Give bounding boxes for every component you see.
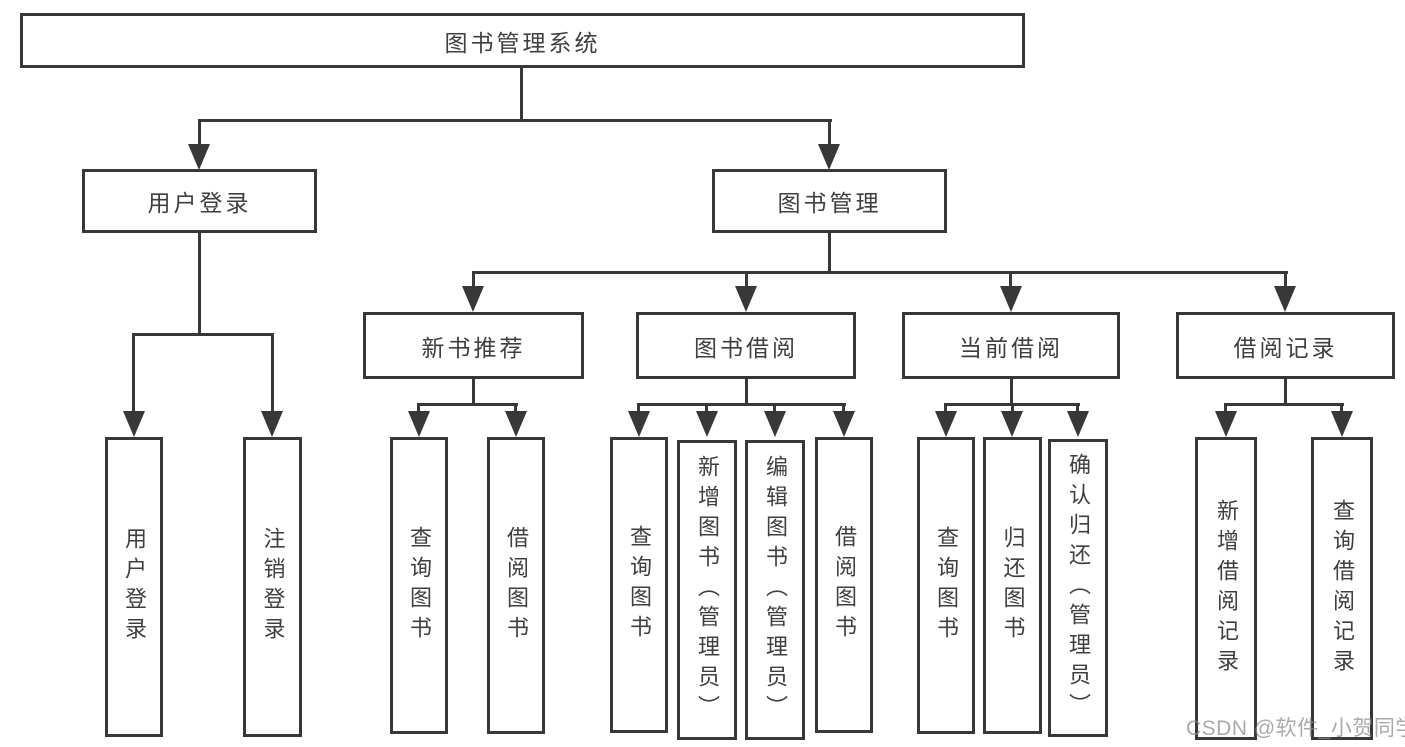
leaf-user-login: 用户登录	[105, 437, 163, 737]
connector-line	[417, 403, 518, 406]
leaf-recommend-borrow-books: 借阅图书	[487, 437, 545, 734]
csdn-watermark: CSDN @软件_小贺同学	[1186, 717, 1405, 740]
connector-line	[198, 233, 201, 335]
connector-line	[514, 403, 517, 413]
arrow-down-icon	[261, 411, 283, 437]
arrow-down-icon	[935, 411, 957, 437]
connector-line	[1010, 379, 1013, 406]
connector-line	[745, 271, 748, 288]
arrow-down-icon	[1000, 286, 1022, 312]
connector-line	[637, 403, 640, 413]
leaf-records-add-borrow-record: 新增借阅记录	[1195, 437, 1257, 740]
connector-line	[944, 403, 947, 413]
connector-line	[842, 403, 845, 413]
leaf-borrowing-query-books: 查询图书	[610, 437, 668, 733]
connector-line	[1076, 403, 1079, 413]
arrow-down-icon	[505, 411, 527, 437]
connector-line	[637, 403, 846, 406]
connector-line	[745, 379, 748, 406]
connector-line	[132, 333, 135, 413]
arrow-down-icon	[696, 411, 718, 437]
connector-line	[417, 403, 420, 413]
leaf-current-return-books: 归还图书	[983, 437, 1042, 734]
arrow-down-icon	[1331, 411, 1353, 437]
node-book-management: 图书管理	[712, 169, 947, 233]
connector-line	[828, 119, 831, 147]
arrow-down-icon	[628, 411, 650, 437]
connector-line	[1224, 403, 1227, 413]
connector-line	[520, 68, 523, 121]
connector-line	[198, 119, 201, 147]
node-user-login: 用户登录	[82, 169, 317, 233]
connector-line	[472, 271, 1288, 274]
leaf-borrowing-borrow-books: 借阅图书	[815, 437, 873, 733]
connector-line	[1284, 271, 1287, 288]
connector-line	[132, 333, 274, 336]
connector-line	[1011, 403, 1014, 413]
connector-line	[1284, 379, 1287, 406]
arrow-down-icon	[1067, 411, 1089, 437]
arrow-down-icon	[408, 411, 430, 437]
connector-line	[828, 233, 831, 274]
leaf-borrowing-add-books-admin: 新增图书（管理员）	[677, 440, 737, 740]
leaf-recommend-query-books: 查询图书	[390, 437, 448, 734]
node-current-borrowing: 当前借阅	[902, 312, 1120, 379]
connector-line	[1340, 403, 1343, 413]
arrow-down-icon	[735, 286, 757, 312]
connector-line	[705, 403, 708, 413]
connector-line	[1009, 271, 1012, 288]
leaf-current-query-books: 查询图书	[917, 437, 975, 734]
connector-line	[472, 379, 475, 406]
arrow-down-icon	[818, 144, 840, 170]
arrow-down-icon	[462, 286, 484, 312]
arrow-down-icon	[123, 411, 145, 437]
leaf-logout-login: 注销登录	[243, 437, 302, 737]
arrow-down-icon	[1001, 411, 1023, 437]
arrow-down-icon	[1274, 286, 1296, 312]
arrow-down-icon	[833, 411, 855, 437]
connector-line	[773, 403, 776, 413]
connector-line	[271, 333, 274, 413]
node-library-system: 图书管理系统	[20, 13, 1025, 68]
arrow-down-icon	[188, 144, 210, 170]
arrow-down-icon	[1215, 411, 1237, 437]
node-new-book-recommendation: 新书推荐	[363, 312, 584, 379]
leaf-current-confirm-return-admin: 确认归还（管理员）	[1048, 439, 1108, 737]
leaf-borrowing-edit-books-admin: 编辑图书（管理员）	[745, 440, 805, 740]
connector-line	[472, 271, 475, 288]
connector-line	[1224, 403, 1344, 406]
node-borrowing-records: 借阅记录	[1176, 312, 1395, 379]
connector-line	[198, 119, 832, 122]
node-book-borrowing: 图书借阅	[636, 312, 856, 379]
leaf-records-query-borrow-record: 查询借阅记录	[1311, 437, 1373, 740]
arrow-down-icon	[764, 411, 786, 437]
